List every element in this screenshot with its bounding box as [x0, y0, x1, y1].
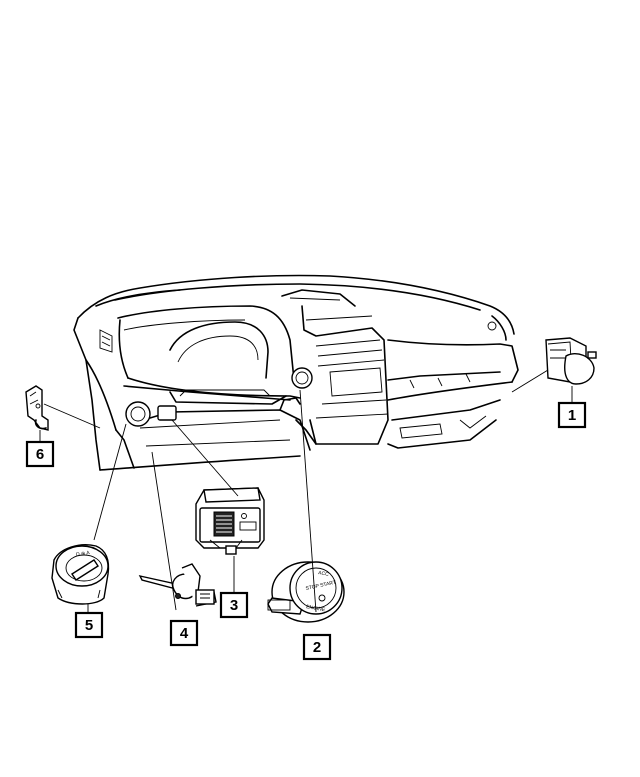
leader-line-2: [299, 389, 317, 613]
callout-1-label: 1: [568, 407, 576, 424]
callout-2-label: 2: [313, 639, 321, 656]
part-1-switch: [545, 337, 597, 385]
headlamp-positions-marking: O ⊕ A: [75, 550, 90, 558]
instrument-panel: [73, 274, 519, 471]
callout-4: 4: [169, 619, 199, 647]
part-6-bracket: [25, 385, 49, 431]
callout-6: 6: [25, 440, 55, 468]
part-2-start-stop-switch: ACC STOP START ENGINE: [267, 561, 345, 623]
leader-line-1: [511, 369, 549, 393]
leader-line-6: [43, 403, 101, 429]
callout-6-label: 6: [36, 446, 44, 463]
callout-3: 3: [219, 591, 249, 619]
leader-line-5: [93, 423, 127, 541]
callout-1: 1: [557, 401, 587, 429]
acc-marking: ACC: [318, 570, 330, 578]
part-5-headlamp-switch: O ⊕ A: [51, 544, 110, 605]
callout-3-label: 3: [230, 597, 238, 614]
leader-line-4: [151, 451, 177, 611]
callout-4-label: 4: [180, 625, 189, 642]
callout-5: 5: [74, 611, 104, 639]
part-3-dimmer-switch: [195, 487, 265, 555]
callout-2: 2: [302, 633, 332, 661]
leader-line-3: [171, 419, 239, 497]
part-4-sensor-lever: [138, 563, 217, 607]
leader-lines: [39, 369, 573, 613]
callout-5-label: 5: [85, 617, 93, 634]
